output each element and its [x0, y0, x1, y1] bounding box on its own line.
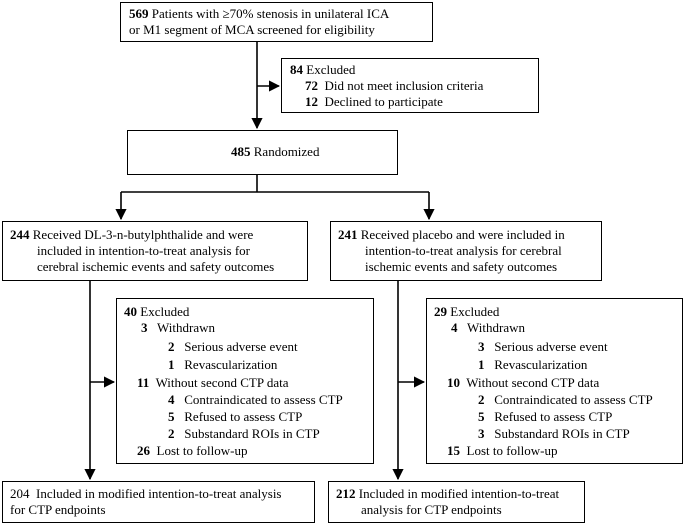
- dl3nb-withdrawn-label: Withdrawn: [157, 320, 215, 335]
- dl3nb-arm-line3: cerebral ischemic events and safety outc…: [37, 259, 275, 274]
- placebo-arm-line1: Received placebo and were included in: [360, 227, 565, 242]
- placebo-substandard-label: Substandard ROIs in CTP: [494, 426, 630, 441]
- dl3nb-serious-number: 2: [168, 339, 175, 354]
- not-meet-criteria-label: Did not meet inclusion criteria: [324, 78, 484, 93]
- placebo-no-ctp-number: 10: [447, 375, 460, 390]
- placebo-no-ctp-label: Without second CTP data: [466, 375, 600, 390]
- placebo-mitt-number: 212: [336, 486, 356, 501]
- not-meet-criteria-number: 72: [305, 78, 318, 93]
- dl3nb-contra-number: 4: [168, 392, 175, 407]
- placebo-lost-label: Lost to follow-up: [466, 443, 558, 458]
- placebo-arm-line2: intention-to-treat analysis for cerebral: [365, 243, 562, 258]
- placebo-lost-number: 15: [447, 443, 460, 458]
- dl3nb-serious-label: Serious adverse event: [184, 339, 298, 354]
- screened-line1: Patients with ≥70% stenosis in unilatera…: [151, 6, 390, 21]
- placebo-revasc-label: Revascularization: [494, 357, 588, 372]
- dl3nb-mitt-line2: for CTP endpoints: [10, 502, 106, 517]
- dl3nb-mitt-box: 204 Included in modified intention-to-tr…: [2, 481, 315, 523]
- dl3nb-withdrawn-number: 3: [141, 320, 148, 335]
- dl3nb-arm-number: 244: [10, 227, 30, 242]
- initial-excluded-label: Excluded: [306, 62, 356, 77]
- screened-number: 569: [129, 6, 149, 21]
- dl3nb-no-ctp-number: 11: [137, 375, 150, 390]
- placebo-serious-number: 3: [478, 339, 485, 354]
- declined-number: 12: [305, 94, 318, 109]
- dl3nb-contra-label: Contraindicated to assess CTP: [184, 392, 343, 407]
- placebo-mitt-line2: analysis for CTP endpoints: [361, 502, 502, 517]
- dl3nb-excluded-label: Excluded: [140, 304, 190, 319]
- placebo-excluded-number: 29: [434, 304, 447, 319]
- placebo-excluded-box: 29 Excluded 4 Withdrawn 3 Serious advers…: [426, 298, 683, 464]
- dl3nb-arm-line2: included in intention-to-treat analysis …: [37, 243, 250, 258]
- placebo-mitt-box: 212 Included in modified intention-to-tr…: [328, 481, 585, 523]
- dl3nb-substandard-number: 2: [168, 426, 175, 441]
- placebo-withdrawn-number: 4: [451, 320, 458, 335]
- dl3nb-excluded-box: 40 Excluded 3 Withdrawn 2 Serious advers…: [116, 298, 374, 464]
- screened-line2: or M1 segment of MCA screened for eligib…: [129, 22, 375, 37]
- dl3nb-lost-label: Lost to follow-up: [156, 443, 248, 458]
- placebo-contra-label: Contraindicated to assess CTP: [494, 392, 653, 407]
- placebo-substandard-number: 3: [478, 426, 485, 441]
- dl3nb-no-ctp-label: Without second CTP data: [155, 375, 289, 390]
- dl3nb-revasc-label: Revascularization: [184, 357, 278, 372]
- placebo-revasc-number: 1: [478, 357, 485, 372]
- placebo-withdrawn-label: Withdrawn: [467, 320, 525, 335]
- placebo-mitt-line1: Included in modified intention-to-treat: [358, 486, 560, 501]
- initial-excluded-number: 84: [290, 62, 303, 77]
- placebo-serious-label: Serious adverse event: [494, 339, 608, 354]
- declined-label: Declined to participate: [324, 94, 443, 109]
- randomized-box: 485 Randomized: [127, 130, 398, 175]
- dl3nb-lost-number: 26: [137, 443, 150, 458]
- placebo-arm-box: 241 Received placebo and were included i…: [330, 221, 602, 281]
- screened-box: 569 Patients with ≥70% stenosis in unila…: [120, 2, 433, 42]
- dl3nb-mitt-line1: Included in modified intention-to-treat …: [36, 486, 282, 501]
- placebo-arm-line3: ischemic events and safety outcomes: [365, 259, 558, 274]
- dl3nb-arm-box: 244 Received DL-3-n-butylphthalide and w…: [2, 221, 308, 281]
- dl3nb-refused-label: Refused to assess CTP: [184, 409, 303, 424]
- placebo-arm-number: 241: [338, 227, 358, 242]
- dl3nb-excluded-number: 40: [124, 304, 137, 319]
- initial-excluded-box: 84 Excluded 72 Did not meet inclusion cr…: [281, 58, 539, 113]
- dl3nb-arm-line1: Received DL-3-n-butylphthalide and were: [32, 227, 254, 242]
- placebo-contra-number: 2: [478, 392, 485, 407]
- dl3nb-substandard-label: Substandard ROIs in CTP: [184, 426, 320, 441]
- placebo-excluded-label: Excluded: [450, 304, 500, 319]
- placebo-refused-number: 5: [478, 409, 485, 424]
- dl3nb-revasc-number: 1: [168, 357, 175, 372]
- placebo-refused-label: Refused to assess CTP: [494, 409, 613, 424]
- randomized-number: 485: [231, 144, 251, 159]
- dl3nb-refused-number: 5: [168, 409, 175, 424]
- randomized-label: Randomized: [253, 144, 320, 159]
- dl3nb-mitt-number: 204: [10, 486, 30, 501]
